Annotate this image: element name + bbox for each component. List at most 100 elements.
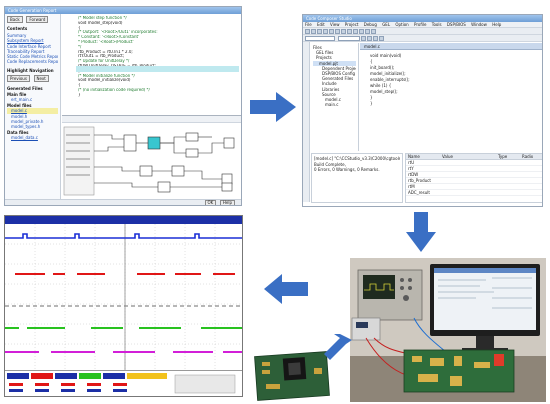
code-line: } xyxy=(78,92,81,97)
file-link[interactable]: model_private.h xyxy=(11,118,44,124)
tree-item[interactable]: Dependent Projects xyxy=(322,65,356,71)
toolbar-button[interactable] xyxy=(379,35,384,41)
column-header[interactable]: Radix xyxy=(522,154,534,159)
toolbar-button[interactable] xyxy=(341,28,346,34)
menu-item[interactable]: GEL xyxy=(382,22,391,27)
toolbar-button[interactable] xyxy=(305,28,310,34)
toolbar-button[interactable] xyxy=(359,28,364,34)
scope-grid xyxy=(5,224,242,372)
table-cell-name: ADC_result xyxy=(408,190,430,195)
report-bottom-bar: OK Help xyxy=(5,199,241,205)
table-row[interactable]: rtM xyxy=(406,184,542,190)
code-line: /* (no initialization code required) */ xyxy=(78,87,150,92)
code-line: /* Model step function */ xyxy=(78,16,127,20)
trace-blue xyxy=(5,233,242,239)
menu-item[interactable]: Tools xyxy=(431,22,442,27)
file-link[interactable]: model.h xyxy=(11,113,28,119)
menu-item[interactable]: DSP/BIOS xyxy=(446,22,466,27)
table-cell-name: rtb_Product xyxy=(408,178,431,183)
code-line: /* Model initialize function */ xyxy=(78,73,135,78)
file-link[interactable]: ert_main.c xyxy=(11,97,33,103)
menu-item[interactable]: Edit xyxy=(316,22,325,27)
code-line: */ xyxy=(78,44,82,49)
toolbar-button[interactable] xyxy=(367,35,372,41)
table-row[interactable]: rtU xyxy=(406,160,542,166)
menu-item[interactable]: Option xyxy=(395,22,409,27)
tree-item[interactable]: main.c xyxy=(325,102,339,108)
target-dropdown[interactable] xyxy=(338,35,360,41)
column-header[interactable]: Type xyxy=(498,154,508,159)
help-button[interactable]: Help xyxy=(219,200,235,205)
ccs-menu-bar: File Edit View Project Debug GEL Option … xyxy=(303,22,542,28)
contents-link-interface[interactable]: Code Interface Report xyxy=(7,43,51,49)
tree-item[interactable]: GEL files xyxy=(316,50,334,56)
editor-line: enable_interrupts(); xyxy=(370,77,410,82)
code-line: { xyxy=(78,83,81,88)
menu-item[interactable]: Project xyxy=(344,22,359,27)
tree-item[interactable]: Include xyxy=(322,81,337,87)
tree-item[interactable]: Generated Files xyxy=(322,76,354,82)
highlight-navigation-label: Highlight Navigation xyxy=(7,68,54,74)
file-link[interactable]: model_data.c xyxy=(11,135,38,141)
column-header[interactable]: Name xyxy=(408,154,420,159)
toolbar-button[interactable] xyxy=(361,35,366,41)
arrow-diagonal-icon xyxy=(324,334,352,360)
menu-item[interactable]: View xyxy=(330,22,340,27)
tree-item[interactable]: Files xyxy=(313,45,322,50)
toolbar-button[interactable] xyxy=(329,28,334,34)
code-line: rtY.Out1 = rtb_Product; xyxy=(78,54,125,59)
code-line: rtDW.UnitDelay_DSTATE = rtb_Product; xyxy=(78,64,239,69)
contents-link-replacements[interactable]: Code Replacements Report xyxy=(7,59,58,65)
toolbar-button[interactable] xyxy=(317,28,322,34)
toolbar-button[interactable] xyxy=(365,28,370,34)
file-link[interactable]: model.c xyxy=(7,108,58,114)
toolbar-button[interactable] xyxy=(353,28,358,34)
ccs-side-toolbar xyxy=(303,42,310,202)
column-header[interactable]: Value xyxy=(442,154,453,159)
tree-item[interactable]: model.pjt xyxy=(313,60,356,66)
editor-tab[interactable]: model.c xyxy=(360,43,542,50)
tree-item[interactable]: Libraries xyxy=(322,86,340,92)
contents-link-summary[interactable]: Summary xyxy=(7,33,27,39)
contents-link-metrics[interactable]: Static Code Metrics Report xyxy=(7,54,58,60)
toolbar-button[interactable] xyxy=(311,28,316,34)
editor-line: { xyxy=(370,59,373,64)
editor-line: init_board(); xyxy=(370,65,395,70)
back-button[interactable]: Back xyxy=(7,16,23,23)
group-main-files[interactable]: Main file xyxy=(7,91,27,97)
watch-table-header: Name Value Type Radix xyxy=(406,154,542,160)
menu-item[interactable]: Window xyxy=(471,22,487,27)
menu-item[interactable]: Debug xyxy=(363,22,377,27)
toolbar-button[interactable] xyxy=(335,28,340,34)
menu-item[interactable]: File xyxy=(305,22,312,27)
forward-button[interactable]: Forward xyxy=(26,16,49,23)
toolbar-button[interactable] xyxy=(323,28,328,34)
table-row[interactable]: rtb_Product xyxy=(406,178,542,184)
contents-link-traceability[interactable]: Traceability Report xyxy=(7,48,45,54)
file-link[interactable]: model_types.h xyxy=(11,124,41,130)
next-button[interactable]: Next xyxy=(33,74,49,82)
group-model-files[interactable]: Model files xyxy=(7,103,32,109)
table-cell-name: rtDW xyxy=(408,172,419,177)
output-line: [model.c] "C:\CCStudio_v3.3\C2000\cgtool… xyxy=(314,156,400,161)
table-row[interactable]: rtY xyxy=(406,166,542,172)
tree-item[interactable]: DSP/BIOS Config xyxy=(322,71,356,77)
editor-line: model_step(); xyxy=(370,89,398,94)
group-data-files[interactable]: Data files xyxy=(7,130,29,136)
ok-button[interactable]: OK xyxy=(204,200,217,205)
previous-button[interactable]: Previous xyxy=(7,74,30,82)
config-dropdown[interactable] xyxy=(305,35,335,41)
toolbar-button[interactable] xyxy=(347,28,352,34)
tree-item[interactable]: model.c xyxy=(325,97,341,103)
tree-item[interactable]: Projects xyxy=(316,55,332,61)
scope-readout xyxy=(5,370,242,396)
menu-item[interactable]: Profile xyxy=(413,22,427,27)
table-row[interactable]: rtDW xyxy=(406,172,542,178)
contents-link-subsystem[interactable]: Subsystem Report xyxy=(7,38,44,44)
table-row[interactable]: ADC_result xyxy=(406,190,542,196)
toolbar-button[interactable] xyxy=(371,28,376,34)
menu-item[interactable]: Help xyxy=(492,22,502,27)
output-line: Build Complete, xyxy=(314,161,346,167)
tree-item[interactable]: Source xyxy=(322,91,336,97)
toolbar-button[interactable] xyxy=(373,35,378,41)
